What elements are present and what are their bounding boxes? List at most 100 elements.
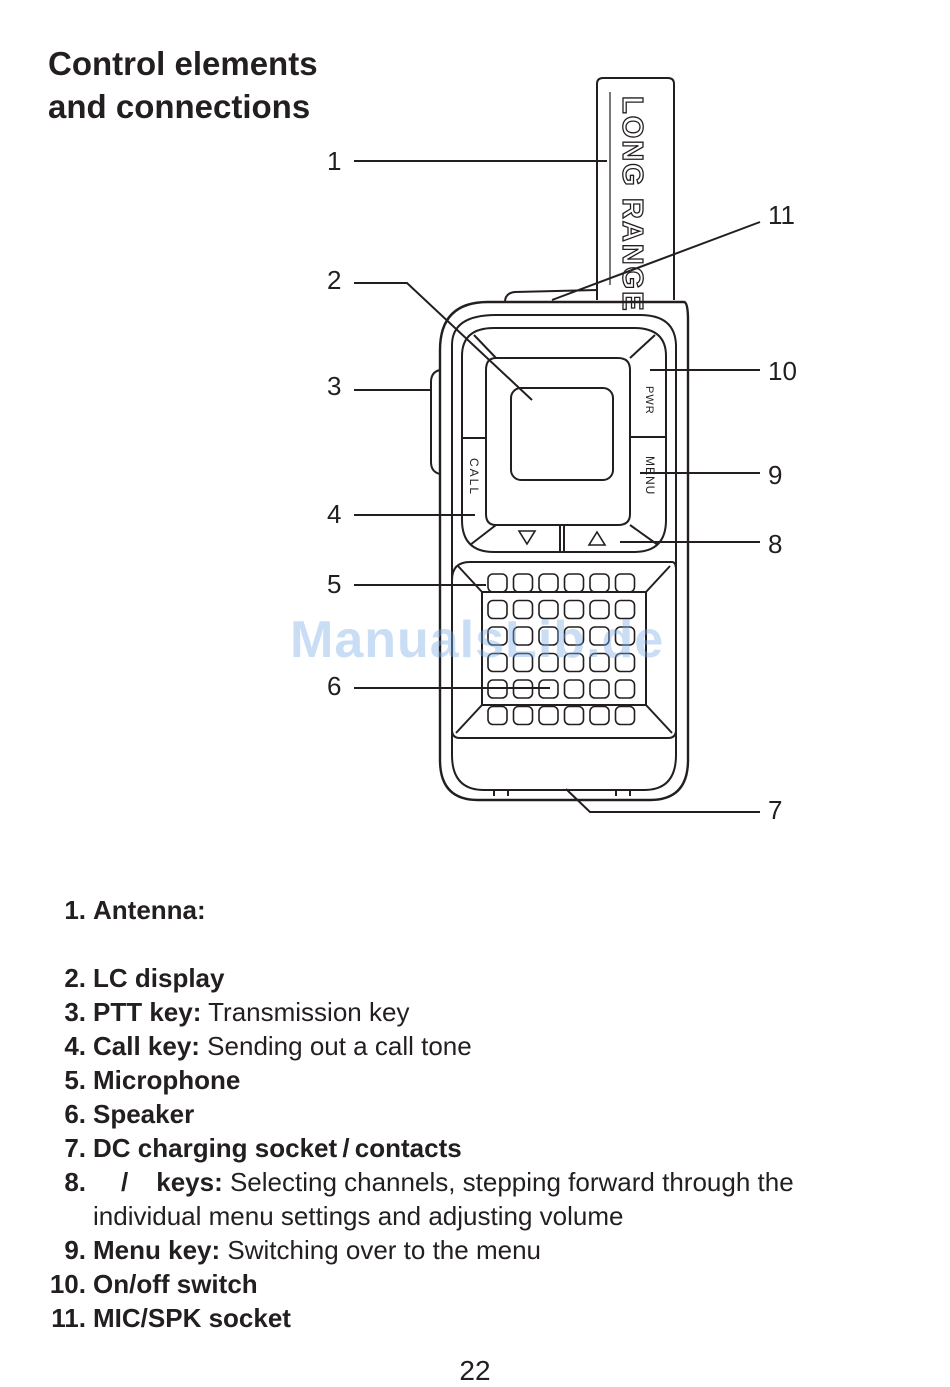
legend-item: 3. PTT key: Transmission key <box>48 995 908 1029</box>
speaker-hole <box>563 652 585 673</box>
speaker-hole <box>614 573 636 593</box>
lc-screen <box>510 387 614 481</box>
title-line-2: and connections <box>48 88 311 125</box>
speaker-hole <box>614 652 636 673</box>
legend-term: Menu key: <box>93 1235 221 1265</box>
control-panel <box>461 327 667 553</box>
legend-term: Call key: <box>93 1031 200 1061</box>
legend-number: 9. <box>64 1235 86 1265</box>
legend-number: 6. <box>64 1099 86 1129</box>
speaker-hole <box>614 626 636 646</box>
title-line-1: Control elements <box>48 45 318 82</box>
speaker-hole <box>487 626 508 646</box>
speaker-hole <box>614 679 636 699</box>
legend-term: DC charging socket / contacts <box>93 1133 462 1163</box>
legend-number: 1. <box>64 895 86 925</box>
speaker-hole <box>512 705 534 726</box>
callout-9: 9 <box>768 460 783 490</box>
speaker-hole <box>487 599 508 620</box>
legend-item: 4. Call key: Sending out a call tone <box>48 1029 908 1063</box>
speaker-hole <box>538 626 559 646</box>
antenna <box>596 77 675 300</box>
speaker-hole <box>589 573 610 593</box>
speaker-hole <box>563 705 585 726</box>
speaker-panel <box>451 561 677 739</box>
leader-7 <box>565 788 760 813</box>
page-number: 22 <box>459 1355 491 1386</box>
legend-term: Microphone <box>93 1065 241 1095</box>
callout-6: 6 <box>327 671 342 701</box>
legend-number: 11. <box>51 1303 86 1333</box>
radio-body <box>438 300 690 802</box>
legend-term: MIC/SPK socket <box>93 1303 291 1333</box>
speaker-hole <box>563 599 585 620</box>
speaker-hole <box>614 599 636 620</box>
speaker-hole <box>512 573 534 593</box>
legend-number: 4. <box>64 1031 86 1061</box>
callout-1: 1 <box>327 146 342 176</box>
page-title: Control elements and connections <box>48 42 318 128</box>
ptt-key <box>430 369 441 475</box>
callout-4: 4 <box>327 499 342 529</box>
legend-number: 8. <box>64 1167 86 1197</box>
callout-5: 5 <box>327 569 342 599</box>
legend-item: 1. Antenna: <box>48 893 908 927</box>
callout-10: 10 <box>768 356 797 386</box>
speaker-hole <box>487 705 508 726</box>
speaker-hole <box>614 705 636 726</box>
antenna-label: LONG RANGE <box>616 96 648 313</box>
legend-term: Speaker <box>93 1099 195 1129</box>
callout-7: 7 <box>768 795 783 825</box>
speaker-hole <box>589 599 610 620</box>
legend-item: 10. On/off switch <box>48 1267 908 1301</box>
speaker-hole <box>589 626 610 646</box>
legend-item: 7. DC charging socket / contacts <box>48 1131 908 1165</box>
speaker-hole <box>589 652 610 673</box>
legend-item: 8. /keys: Selecting channels, stepping f… <box>48 1165 908 1233</box>
legend-number: 3. <box>64 997 86 1027</box>
up-arrow-icon <box>587 530 607 546</box>
leader-2 <box>354 282 533 401</box>
speaker-hole <box>538 573 559 593</box>
legend-term: PTT key: <box>93 997 202 1027</box>
speaker-hole <box>512 626 534 646</box>
speaker-hole <box>589 705 610 726</box>
legend-term: Antenna: <box>93 895 206 925</box>
legend-number: 2. <box>64 963 86 993</box>
menu-label: MENU <box>643 456 657 495</box>
legend-term: LC display <box>93 963 225 993</box>
speaker-hole <box>589 679 610 699</box>
legend-number: 5. <box>64 1065 86 1095</box>
speaker-hole <box>487 652 508 673</box>
legend-number: 10. <box>49 1269 86 1299</box>
legend-item: 6. Speaker <box>48 1097 908 1131</box>
callout-8: 8 <box>768 529 783 559</box>
charging-contacts <box>493 790 631 796</box>
legend-item: 11. MIC/SPK socket <box>48 1301 908 1335</box>
callout-11: 11 <box>768 200 795 230</box>
speaker-hole <box>512 599 534 620</box>
legend-item: 9. Menu key: Switching over to the menu <box>48 1233 908 1267</box>
speaker-hole <box>538 652 559 673</box>
display-bezel <box>485 357 631 526</box>
pwr-label: PWR <box>643 386 655 415</box>
radio-diagram: LONG RANGE CALL PWR MENU <box>354 77 761 813</box>
legend-item: 5. Microphone <box>48 1063 908 1097</box>
legend-desc: Switching over to the menu <box>220 1235 541 1265</box>
callout-3: 3 <box>327 371 342 401</box>
legend-item: 2. LC display <box>48 961 908 995</box>
speaker-hole <box>563 573 585 593</box>
speaker-hole <box>512 652 534 673</box>
speaker-hole <box>563 626 585 646</box>
leader-11 <box>551 221 761 301</box>
speaker-hole <box>538 705 559 726</box>
speaker-hole <box>563 679 585 699</box>
legend-number: 7. <box>64 1133 86 1163</box>
legend-term: keys: <box>156 1167 223 1197</box>
legend-desc: Sending out a call tone <box>199 1031 472 1061</box>
legend-term: On/off switch <box>93 1269 258 1299</box>
watermark: ManualsLib.de <box>290 611 665 669</box>
down-arrow-icon <box>517 530 537 546</box>
speaker-hole <box>487 573 508 593</box>
legend-desc: Selecting channels, stepping forward thr… <box>93 1167 794 1231</box>
